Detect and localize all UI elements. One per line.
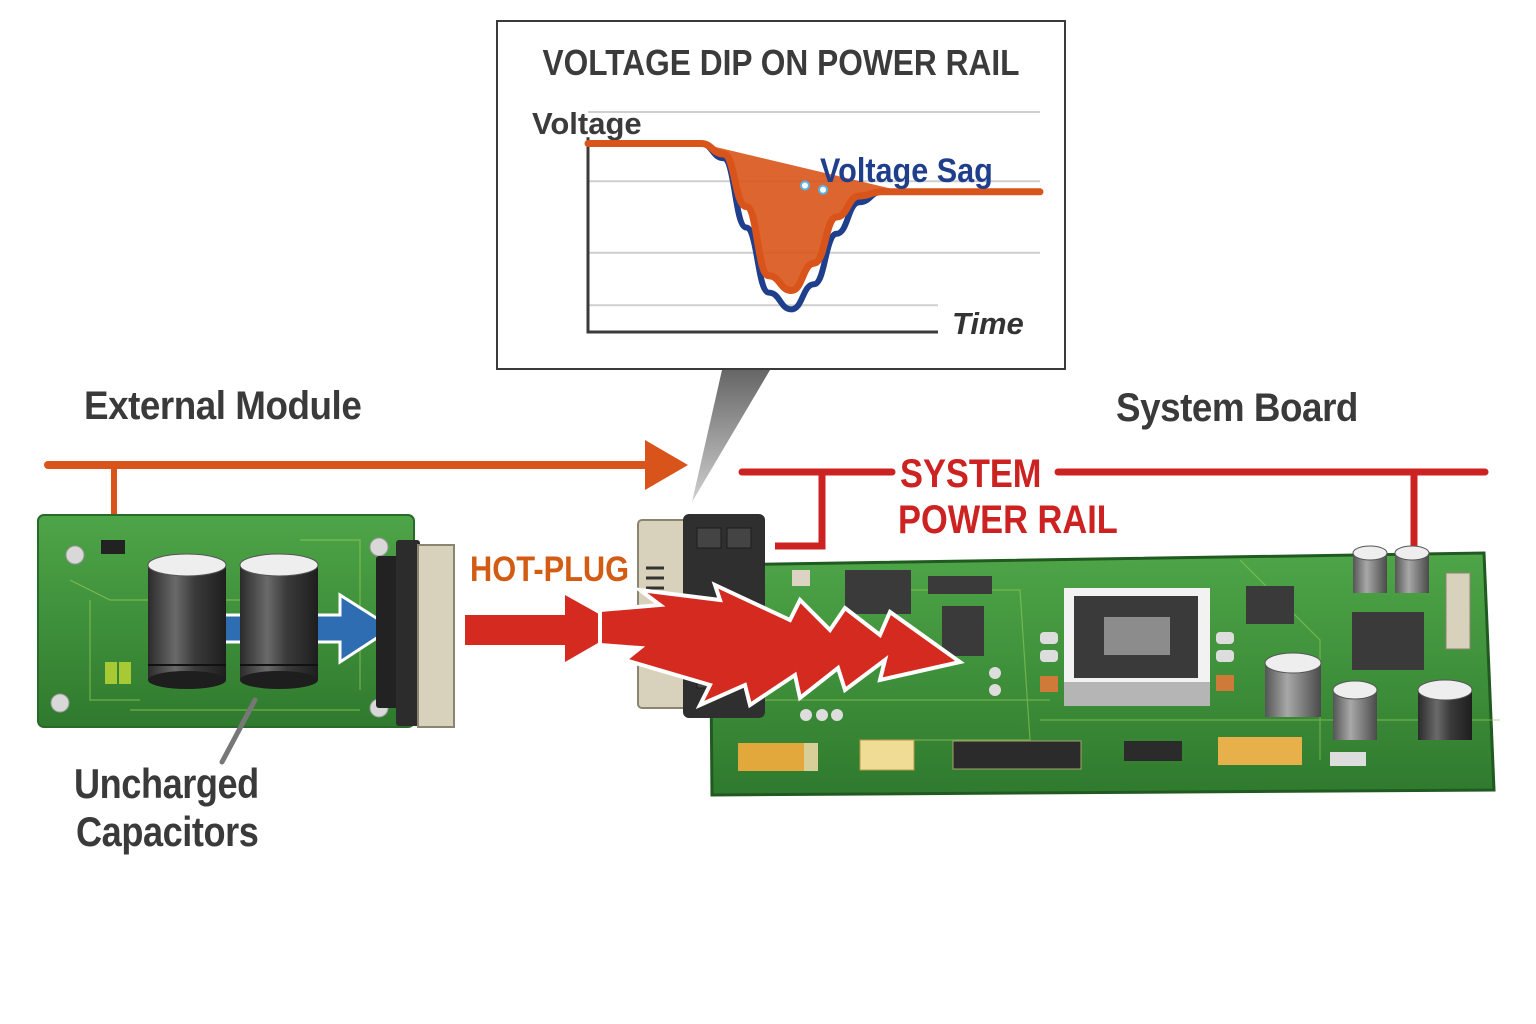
hot-plug-label: HOT-PLUG (470, 550, 630, 589)
chart-axes (586, 137, 938, 334)
callout-pointer (692, 370, 770, 502)
x-axis-label: Time (952, 306, 1024, 341)
system-board (708, 545, 1500, 797)
system-power-rail-label-line2: POWER RAIL (898, 498, 1118, 542)
external-module-board (37, 514, 455, 728)
orange-arrowhead-icon (645, 440, 688, 490)
system-power-rail-line (738, 468, 1489, 552)
module-edge-connector (376, 540, 455, 728)
hot-plug-arrow-icon (465, 595, 624, 662)
capacitor-leader-line (219, 697, 258, 765)
mount-hole (50, 693, 70, 713)
capacitor-icon (1332, 680, 1378, 740)
mount-hole (65, 545, 85, 565)
voltage-dip-callout: VOLTAGE DIP ON POWER RAIL Voltage Time V… (496, 20, 1066, 370)
voltage-chart (584, 111, 1044, 334)
capacitor-icon (1394, 545, 1430, 593)
inrush-current-arrow-icon (598, 581, 965, 710)
capacitor-icon (1352, 545, 1388, 593)
sag-marker-point (818, 184, 829, 195)
sag-marker-point (799, 180, 810, 191)
capacitor-icon (147, 553, 227, 689)
chart-title: VOLTAGE DIP ON POWER RAIL (542, 42, 1020, 83)
uncharged-capacitors-label-line2: Capacitors (76, 808, 259, 855)
mount-hole (369, 537, 389, 557)
uncharged-capacitors-label-line1: Uncharged (74, 760, 259, 807)
capacitor-icon (1264, 652, 1322, 717)
processor-chip (1064, 588, 1210, 706)
capacitor-icon (239, 553, 319, 689)
voltage-sag-annotation: Voltage Sag (820, 152, 993, 190)
series-area-voltage-dip (701, 143, 905, 291)
external-module-label: External Module (84, 384, 362, 428)
system-board-label: System Board (1116, 386, 1358, 430)
capacitor-icon (1417, 679, 1473, 740)
system-power-rail-label-line1: SYSTEM (900, 452, 1042, 496)
series-line-voltage (584, 139, 1044, 295)
